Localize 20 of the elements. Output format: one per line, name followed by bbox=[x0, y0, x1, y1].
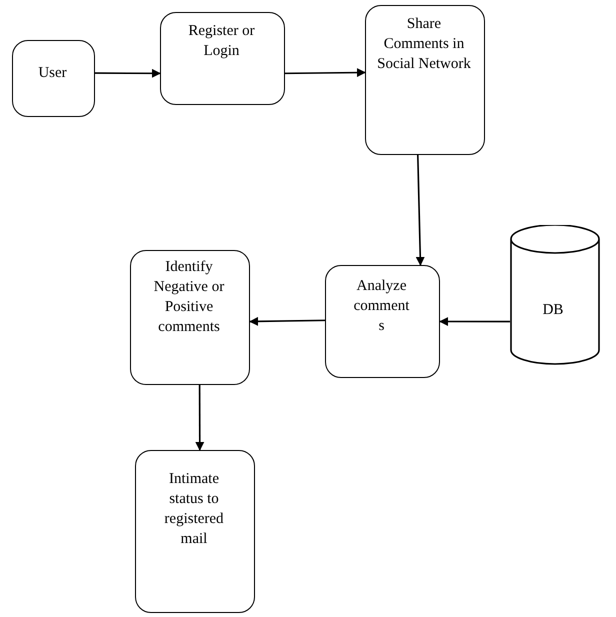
process-box bbox=[12, 40, 95, 117]
process-box bbox=[160, 12, 285, 105]
box-label: Register or Login bbox=[187, 22, 256, 61]
arrow bbox=[249, 316, 326, 326]
box-label: Identify Negative or Positive comments bbox=[152, 258, 226, 337]
box-label: Analyze comments bbox=[352, 277, 410, 336]
arrow bbox=[416, 154, 425, 266]
arrow bbox=[285, 68, 366, 78]
database-cylinder bbox=[510, 225, 600, 365]
box-label: Intimate status to registered mail bbox=[163, 470, 225, 549]
process-box bbox=[135, 450, 255, 613]
box-label: Share Comments in Social Network bbox=[376, 15, 472, 74]
box-label: DB bbox=[542, 301, 564, 320]
process-box bbox=[365, 5, 485, 155]
box-label: User bbox=[37, 64, 68, 83]
arrow bbox=[95, 68, 161, 78]
process-box bbox=[130, 250, 250, 385]
arrow bbox=[439, 317, 510, 326]
process-box bbox=[325, 265, 440, 378]
arrow bbox=[195, 385, 204, 451]
